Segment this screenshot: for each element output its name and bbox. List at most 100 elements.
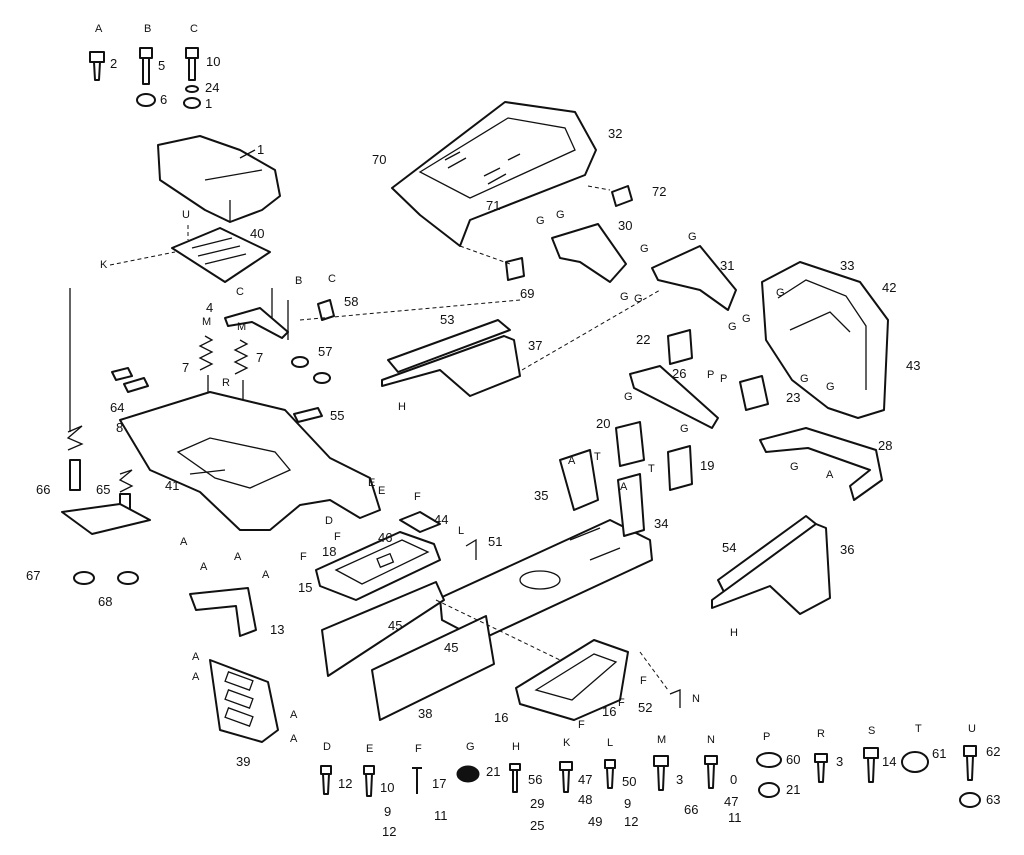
label-71: 71 xyxy=(486,198,500,213)
label-hw-17: 17 xyxy=(432,776,446,791)
label-hw-50: 50 xyxy=(622,774,636,789)
label-hw-3-R: 3 xyxy=(836,754,843,769)
bracket-22-shape xyxy=(667,329,693,365)
ref-G-26a: G xyxy=(624,391,633,403)
ref-D: D xyxy=(325,515,333,527)
ref-G-26b: G xyxy=(680,423,689,435)
label-hw-9-E: 9 xyxy=(384,804,391,819)
bushing-57: 57 xyxy=(291,344,332,384)
main-frame: 35 34 A A xyxy=(439,449,668,641)
label-6: 6 xyxy=(160,92,167,107)
fender-shape xyxy=(119,391,381,531)
connectors xyxy=(299,185,669,691)
label-24: 24 xyxy=(205,80,219,95)
hardware-bottom: D E F G H K L M N P R S T U 12 10 9 12 1… xyxy=(320,723,1000,839)
label-hw-63: 63 xyxy=(986,792,1000,807)
label-4: 4 xyxy=(206,300,213,315)
ref-G-28b: A xyxy=(826,469,834,481)
label-46: 46 xyxy=(378,530,392,545)
label-33: 33 xyxy=(840,258,854,273)
hw-letter-G: G xyxy=(466,741,475,753)
label-53: 53 xyxy=(440,312,454,327)
label-hw-12: 12 xyxy=(338,776,352,791)
hw-letter-H: H xyxy=(512,741,520,753)
label-42: 42 xyxy=(882,280,896,295)
ref-H-37: H xyxy=(398,401,406,413)
hood: 32 70 71 72 69 xyxy=(372,101,666,301)
bar-26-shape xyxy=(629,365,719,429)
bolt-10-icon xyxy=(185,47,199,81)
label-hw-12-L: 12 xyxy=(624,814,638,829)
ref-C-58: C xyxy=(328,273,336,285)
label-19: 19 xyxy=(700,458,714,473)
ref-T-19: T xyxy=(648,463,655,475)
ref-A-39a: A xyxy=(192,651,200,663)
label-hw-14: 14 xyxy=(882,754,896,769)
ref-A-13a: A xyxy=(180,536,188,548)
ref-G-33c: G xyxy=(826,381,835,393)
label-hw-47-N: 47 xyxy=(724,794,738,809)
ref-G-33b: G xyxy=(800,373,809,385)
label-57: 57 xyxy=(318,344,332,359)
hw-letter-S: S xyxy=(868,725,875,737)
label-16-b: 16 xyxy=(602,704,616,719)
bolt-U-icon xyxy=(963,745,977,781)
seat-suspension: 65 66 67 68 xyxy=(26,288,151,609)
bolt-M-icon xyxy=(653,755,669,791)
ref-A-13d: A xyxy=(262,569,270,581)
label-70: 70 xyxy=(372,152,386,167)
ref-G-31c: G xyxy=(728,321,737,333)
ref-F-18: F xyxy=(334,531,341,543)
decal-72 xyxy=(611,185,633,207)
nut-G-icon xyxy=(456,765,480,783)
hw-letter-C: C xyxy=(190,23,198,35)
ref-P-2: P xyxy=(720,373,727,385)
post-66-left xyxy=(69,459,81,491)
label-hw-11-N: 11 xyxy=(728,810,742,825)
rail-45-lower xyxy=(371,615,495,721)
label-hw-0: 0 xyxy=(730,772,737,787)
foot-68-left xyxy=(73,571,95,585)
hw-letter-F: F xyxy=(415,743,422,755)
bushing-57-bottom xyxy=(313,372,331,384)
side-rails: 45 45 38 51 L xyxy=(321,525,502,721)
label-51: 51 xyxy=(488,534,502,549)
hinge-bracket-30: 30 G G G G xyxy=(536,209,643,305)
hw-letter-L: L xyxy=(607,737,613,749)
hinge-bracket-31-shape xyxy=(651,245,737,311)
ref-M-right: M xyxy=(237,321,246,333)
ref-R: R xyxy=(222,377,230,389)
bolt-S-icon xyxy=(863,747,879,783)
label-43: 43 xyxy=(906,358,920,373)
ref-G-31a: G xyxy=(640,243,649,255)
label-hw-61: 61 xyxy=(932,746,946,761)
label-65: 65 xyxy=(96,482,110,497)
bracket-13: 13 A A A A xyxy=(180,536,284,637)
rail-53-shape xyxy=(387,319,511,373)
ref-H-36: H xyxy=(730,627,738,639)
label-45-upper: 45 xyxy=(388,618,402,633)
ref-G-30c: G xyxy=(620,291,629,303)
hw-letter-U: U xyxy=(968,723,976,735)
label-72: 72 xyxy=(652,184,666,199)
ref-E-2: E xyxy=(378,485,385,497)
label-41: 41 xyxy=(165,478,179,493)
label-16-a: 16 xyxy=(494,710,508,725)
ref-G-28a: G xyxy=(790,461,799,473)
ref-A-34: A xyxy=(620,481,628,493)
bracket-20-shape xyxy=(615,421,645,467)
footrest-15-shape xyxy=(315,531,441,601)
label-52: 52 xyxy=(638,700,652,715)
ref-F-16a: F xyxy=(640,675,647,687)
label-68: 68 xyxy=(98,594,112,609)
panel-39: 39 A A A A xyxy=(192,651,298,769)
bracket-13-shape xyxy=(189,587,257,637)
bolt-E-icon xyxy=(363,765,375,797)
label-10: 10 xyxy=(206,54,220,69)
footrest-16-shape xyxy=(515,639,629,721)
ref-N-52: N xyxy=(692,693,700,705)
label-hw-49: 49 xyxy=(588,814,602,829)
seat-cushion: 1 xyxy=(157,135,281,223)
ref-G-30b: G xyxy=(556,209,565,221)
